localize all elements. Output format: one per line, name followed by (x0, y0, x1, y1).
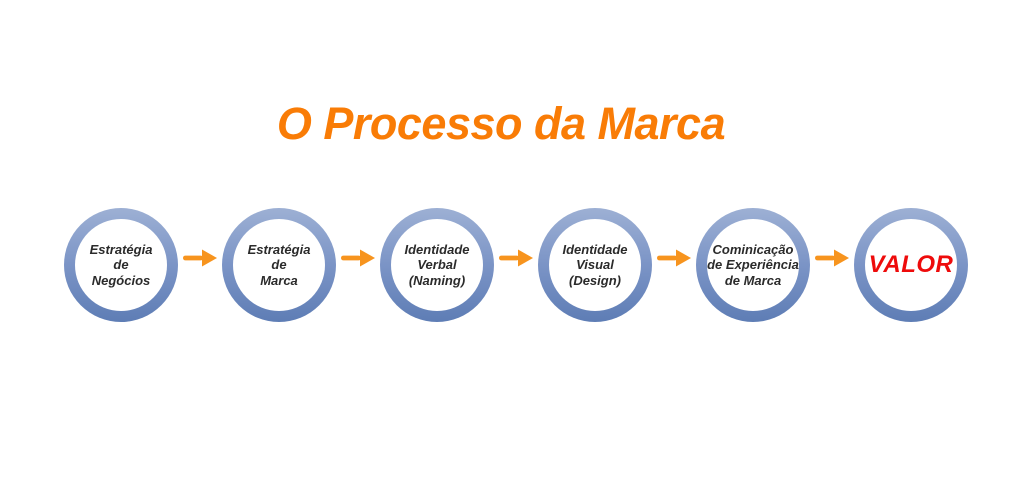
right-arrow-icon (499, 249, 533, 267)
arrow-box (494, 208, 538, 322)
step-label: Estratégia de Marca (247, 241, 311, 288)
right-arrow-icon (815, 249, 849, 267)
step-circle-inner: Estratégia de Negócios (75, 219, 167, 311)
step-label-valor: VALOR (868, 250, 954, 278)
step-circle-inner: VALOR (865, 219, 957, 311)
step-circle-estrategia-marca: Estratégia de Marca (222, 208, 336, 322)
arrow-box (336, 208, 380, 322)
right-arrow-icon (657, 249, 691, 267)
step-label: Identidade Visual (Design) (562, 241, 628, 288)
arrow-box (652, 208, 696, 322)
step-circle-identidade-visual: Identidade Visual (Design) (538, 208, 652, 322)
step-label: Identidade Verbal (Naming) (404, 241, 470, 288)
arrow-box (810, 208, 854, 322)
right-arrow-icon (341, 249, 375, 267)
page-title: O Processo da Marca (276, 98, 726, 149)
step-label: Estratégia de Negócios (89, 241, 153, 288)
step-circle-comunicacao-experiencia: Cominicação de Experiência de Marca (696, 208, 810, 322)
step-circle-inner: Identidade Visual (Design) (549, 219, 641, 311)
process-flow: Estratégia de Negócios Estratégia de Mar… (64, 208, 968, 322)
step-circle-identidade-verbal: Identidade Verbal (Naming) (380, 208, 494, 322)
right-arrow-icon (183, 249, 217, 267)
arrow-box (178, 208, 222, 322)
step-circle-valor: VALOR (854, 208, 968, 322)
step-circle-inner: Cominicação de Experiência de Marca (707, 219, 799, 311)
step-circle-inner: Estratégia de Marca (233, 219, 325, 311)
step-circle-inner: Identidade Verbal (Naming) (391, 219, 483, 311)
step-circle-estrategia-negocios: Estratégia de Negócios (64, 208, 178, 322)
step-label: Cominicação de Experiência de Marca (707, 241, 799, 288)
